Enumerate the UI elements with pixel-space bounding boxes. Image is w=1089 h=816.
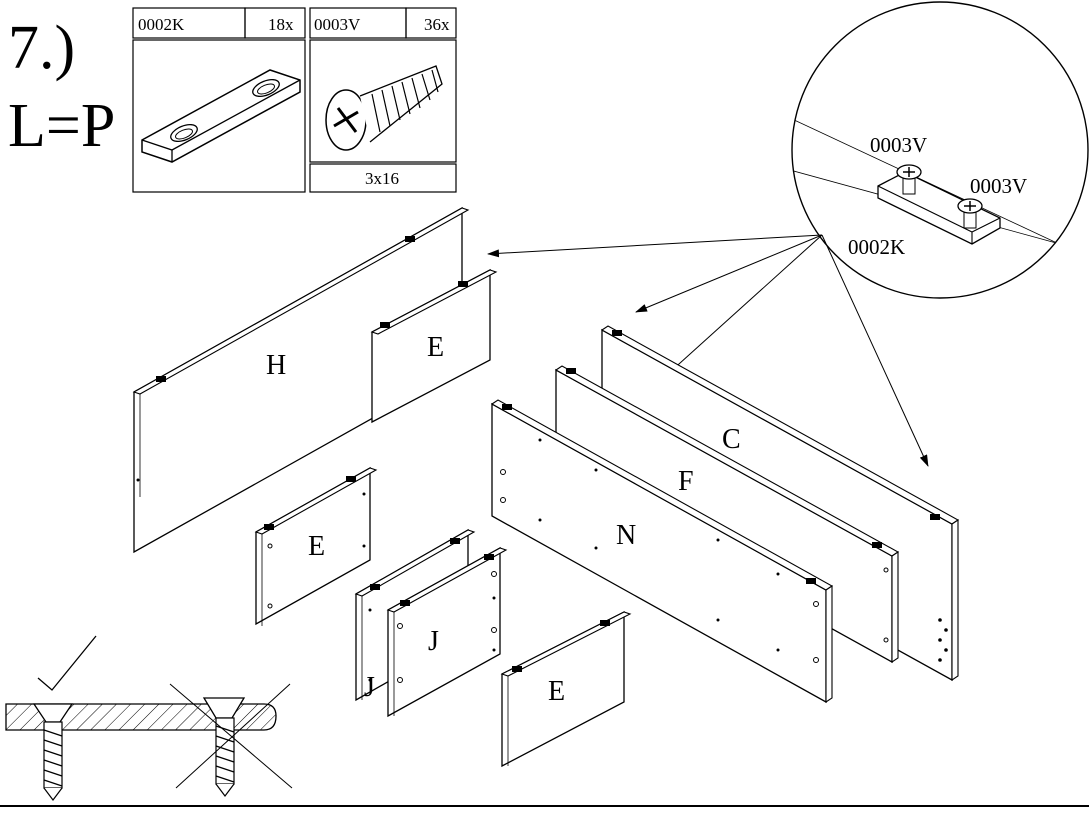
screw-depth-guide xyxy=(5,635,293,801)
parts-table: 0002K 18x 0003V 36x 3x16 xyxy=(132,7,457,193)
panel-label-h: H xyxy=(266,350,286,381)
panel-label-j-back: J xyxy=(364,672,375,703)
panel-e-bottom: E xyxy=(500,610,632,768)
cross-mark-icon xyxy=(169,683,293,789)
detail-callout: 0003V 0003V 0002K xyxy=(791,1,1089,299)
step-number: 7.) xyxy=(8,14,75,82)
part-code-bracket: 0002K xyxy=(138,15,185,34)
part-size-screw: 3x16 xyxy=(365,169,399,188)
step-rule: L=P xyxy=(8,92,115,160)
panel-h: H xyxy=(132,206,470,554)
panel-j-front: J xyxy=(386,546,508,718)
incorrect-screw-example xyxy=(169,683,293,797)
check-mark-icon xyxy=(37,635,97,691)
panel-label-e-mid: E xyxy=(308,531,325,562)
panel-e-top: E xyxy=(370,268,498,424)
panel-label-c: C xyxy=(722,424,741,455)
panel-label-f: F xyxy=(678,466,694,497)
panel-e-mid: E xyxy=(254,466,378,626)
screw-part-illustration xyxy=(325,65,443,151)
panel-label-e-bottom: E xyxy=(548,676,565,707)
callout-bracket: 0002K xyxy=(848,235,905,259)
panel-label-e-top: E xyxy=(427,332,444,363)
panel-n: N xyxy=(490,399,834,704)
callout-screw-a: 0003V xyxy=(870,133,927,157)
callout-screw-b: 0003V xyxy=(970,174,1027,198)
panel-label-j-front: J xyxy=(428,626,439,657)
part-qty-bracket: 18x xyxy=(268,15,294,34)
panel-label-n: N xyxy=(616,520,636,551)
correct-screw-example xyxy=(32,635,97,801)
part-qty-screw: 36x xyxy=(424,15,450,34)
bracket-part-illustration xyxy=(141,69,301,163)
part-code-screw: 0003V xyxy=(314,15,361,34)
